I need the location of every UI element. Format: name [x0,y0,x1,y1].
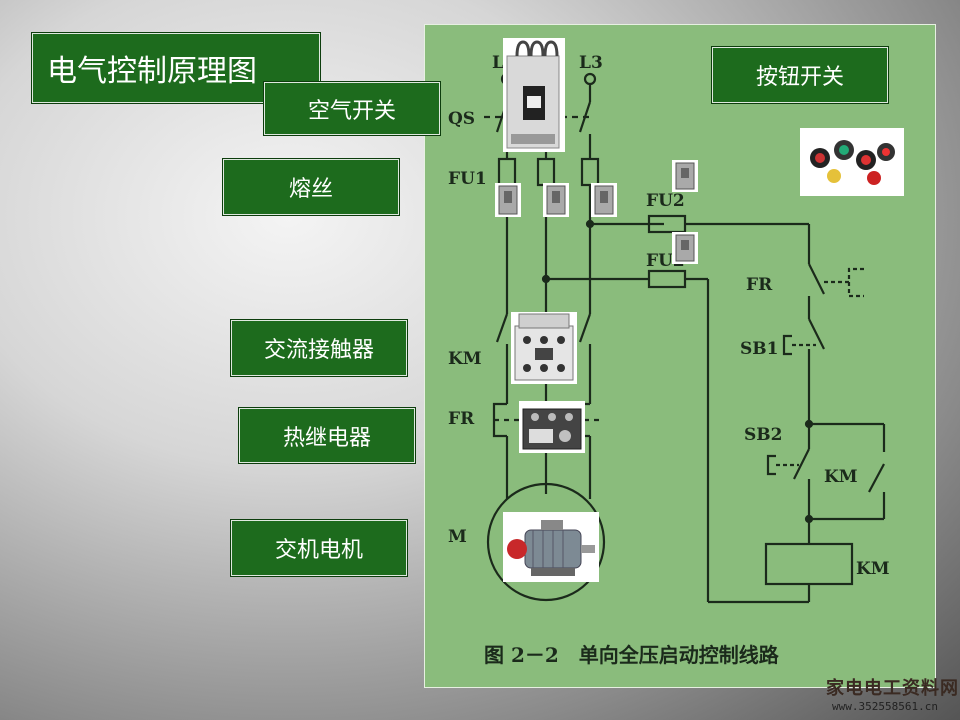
motor-name-label: 交机电机 [231,520,407,576]
km-coil [764,542,854,586]
terminal-label-l: L [492,53,504,73]
circuit-diagram: L L3 QS FU1 FU2 FU2 KM FR M FR SB1 SB2 K… [448,53,890,667]
watermark-url: www.352558561.cn [832,700,938,713]
fr-main-label: FR [448,409,475,429]
km-aux-label: KM [824,467,858,487]
diagram-caption: 图 2－2 单向全压启动控制线路 [484,643,780,667]
km-main-label: KM [448,349,482,369]
watermark-name: 家电电工资料网 [826,678,959,699]
fuse-image-fu2-bottom [672,232,698,264]
fuse-image-2 [543,183,569,217]
fu1-fuse [497,157,517,187]
fuse-label: 熔丝 [223,159,399,215]
terminal-label-l3: L3 [579,53,603,73]
km-aux-contact [868,463,885,493]
fuse-image-1 [495,183,521,217]
fuse-image-fu2-top [672,160,698,192]
terminal-l3 [583,72,597,86]
qs-label: QS [448,109,475,129]
sb1-label: SB1 [740,339,778,359]
fu2-fuse-bottom [647,269,687,289]
sb1-contact [808,318,825,350]
push-button-label: 按钮开关 [712,47,888,103]
push-button-image [800,128,904,196]
fr-ctrl-label: FR [746,275,773,295]
contactor-image [511,312,577,384]
thermal-relay-image [519,401,585,453]
km-coil-label: KM [856,559,890,579]
fr-contact [808,263,825,295]
motor-symbol [486,482,606,602]
air-switch-image [503,38,565,152]
fuse-image-3 [591,183,617,217]
motor-label: M [448,527,467,547]
fu2-label-top: FU2 [646,191,685,211]
thermal-relay-label: 热继电器 [239,408,415,463]
fu1-label: FU1 [448,169,487,189]
air-switch-label: 空气开关 [264,82,440,135]
sb2-contact [793,448,810,480]
page-title: 电气控制原理图 [32,33,320,103]
contactor-label: 交流接触器 [231,320,407,376]
motor-image [503,512,599,582]
sb2-label: SB2 [744,425,782,445]
